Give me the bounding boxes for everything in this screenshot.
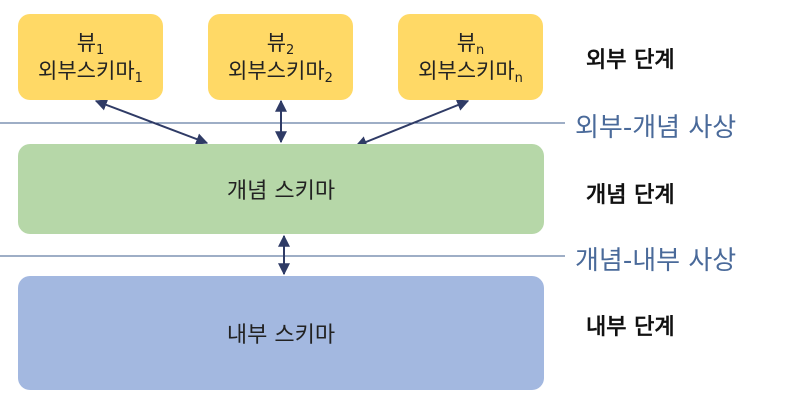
conceptual-schema-box: 개념 스키마 [18, 144, 544, 234]
view-1-title: 뷰1 [76, 31, 105, 58]
view-n-title: 뷰n [456, 31, 485, 58]
internal-schema-box: 내부 스키마 [18, 276, 544, 390]
view-1-box: 뷰1 외부스키마1 [18, 14, 163, 100]
view-n-box: 뷰n 외부스키마n [398, 14, 543, 100]
conceptual-internal-mapping-label: 개념-내부 사상 [575, 246, 737, 276]
internal-level-label: 내부 단계 [586, 315, 675, 340]
arrow-viewn-concept [354, 99, 470, 148]
external-level-label: 외부 단계 [586, 48, 675, 73]
arrow-view1-concept [94, 99, 209, 145]
external-conceptual-mapping-label: 외부-개념 사상 [575, 113, 737, 143]
view-2-schema: 외부스키마2 [228, 59, 333, 86]
view-2-box: 뷰2 외부스키마2 [208, 14, 353, 100]
view-2-title: 뷰2 [266, 31, 295, 58]
view-1-schema: 외부스키마1 [38, 59, 143, 86]
view-n-schema: 외부스키마n [418, 59, 523, 86]
conceptual-level-label: 개념 단계 [586, 183, 675, 208]
